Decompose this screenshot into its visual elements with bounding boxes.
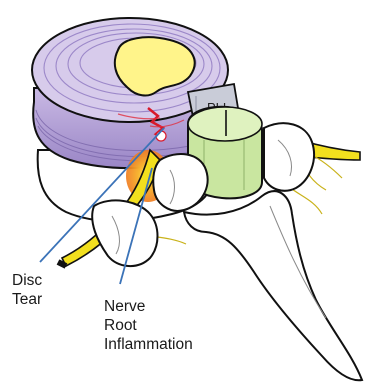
nerve-root-label-line3: Inflammation [104,335,193,354]
nerve-root-label-line1: Nerve [104,297,193,316]
disc-tear-label-line2: Tear [12,290,42,309]
nerve-root-label-line2: Root [104,316,193,335]
disc-tear-label: Disc Tear [12,271,42,309]
nerve-root-end [58,262,66,266]
disc-tear-label-line1: Disc [12,271,42,290]
nerve-root-label: Nerve Root Inflammation [104,297,193,354]
